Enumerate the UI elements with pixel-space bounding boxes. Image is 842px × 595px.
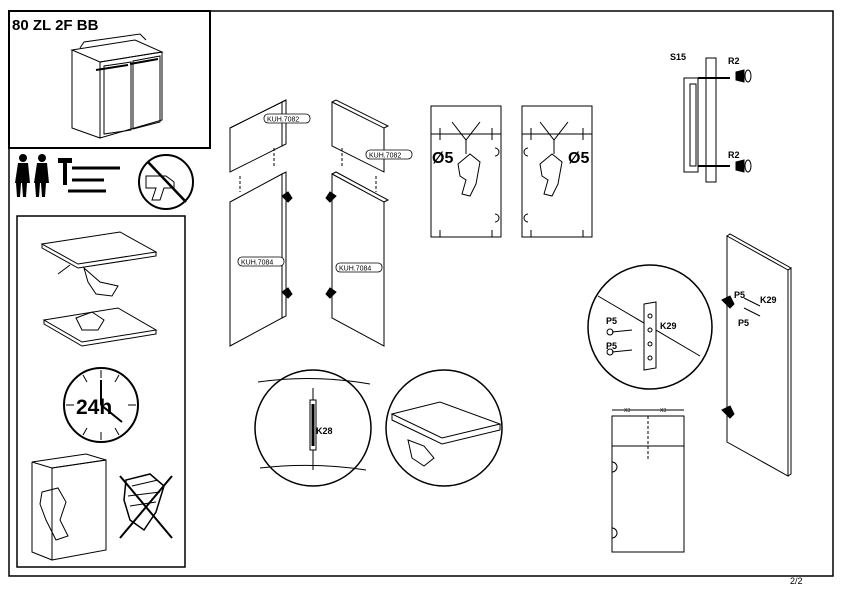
person-icon [15,154,49,197]
instruction-panel [16,215,186,568]
dimension-label: X3 [660,408,666,414]
product-title: 80 ZL 2F BB [12,17,99,34]
screwdriver-icon [68,166,120,193]
hardware-label-k28: K28 [316,426,333,436]
left-door-assembly [229,99,293,347]
side-panel-right [721,233,792,477]
no-wet-cloth-icon [119,473,173,539]
hardware-label-p5: P5 [606,316,617,326]
cabinet-cleaning-illustration [31,453,107,561]
panel-code-labels: KUH.7082 KUH.7082 KUH.7084 KUH.7084 [237,113,413,273]
hardware-label-p5: P5 [734,290,745,300]
hardware-label-k29: K29 [660,321,677,331]
header-box [8,10,211,149]
cabinet-illustration [70,33,164,139]
hardware-label-r2: R2 [728,56,740,66]
page-frame [8,10,834,577]
panel-code-label: KUH.7082 [267,117,299,124]
hardware-label-p5: P5 [606,341,617,351]
board-care-step-2 [42,307,158,347]
right-door-assembly [325,99,390,347]
board-care-step-1 [40,231,158,297]
hardware-label-p5: P5 [738,318,749,328]
drying-time-label: 24h [76,396,112,419]
k28-detail-circle [254,369,372,487]
no-power-drill-icon [138,154,194,210]
hardware-label-k29: K29 [760,295,777,305]
hardware-label-r2: R2 [728,150,740,160]
drill-diameter-label: Ø5 [432,150,453,167]
hammer-icon [58,158,72,185]
drilling-template-right [521,105,593,238]
dimension-label: X3 [624,408,630,414]
drill-diameter-label: Ø5 [568,150,589,167]
front-panel-detail [611,409,685,553]
hardware-label-s15: S15 [670,52,686,62]
page-number: 2/2 [790,576,803,586]
hinge-detail-circle [587,264,713,390]
board-detail-circle [385,369,503,487]
panel-code-label: KUH.7082 [369,153,401,160]
drilling-template-left [430,105,502,238]
panel-code-label: KUH.7084 [339,266,371,273]
handle-illustration [683,57,752,183]
tools-row [15,154,120,197]
clock-icon [63,367,139,443]
panel-code-label: KUH.7084 [241,260,273,267]
